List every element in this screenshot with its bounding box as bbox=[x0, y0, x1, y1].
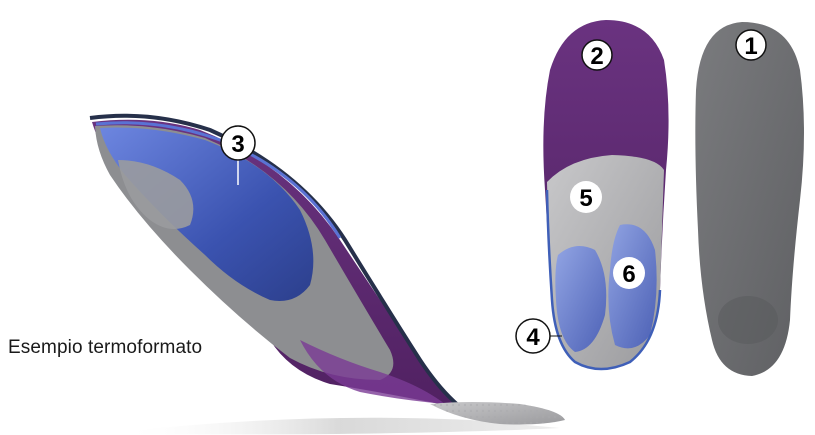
thermoformed-insole bbox=[90, 116, 565, 435]
callout-2: 2 bbox=[582, 40, 612, 70]
callout-6: 6 bbox=[613, 257, 645, 289]
callout-4-label: 4 bbox=[526, 324, 540, 351]
insole-bottom-view bbox=[543, 20, 668, 369]
callout-1: 1 bbox=[736, 30, 766, 60]
callout-6-label: 6 bbox=[622, 261, 635, 288]
insole-top-view bbox=[695, 22, 804, 376]
thermoformed-example-caption: Esempio termoformato bbox=[8, 337, 202, 359]
callout-3-label: 3 bbox=[231, 131, 244, 158]
callout-1-label: 1 bbox=[744, 33, 757, 60]
callout-5: 5 bbox=[570, 181, 602, 213]
callout-2-label: 2 bbox=[590, 43, 603, 70]
callout-5-label: 5 bbox=[579, 185, 592, 212]
